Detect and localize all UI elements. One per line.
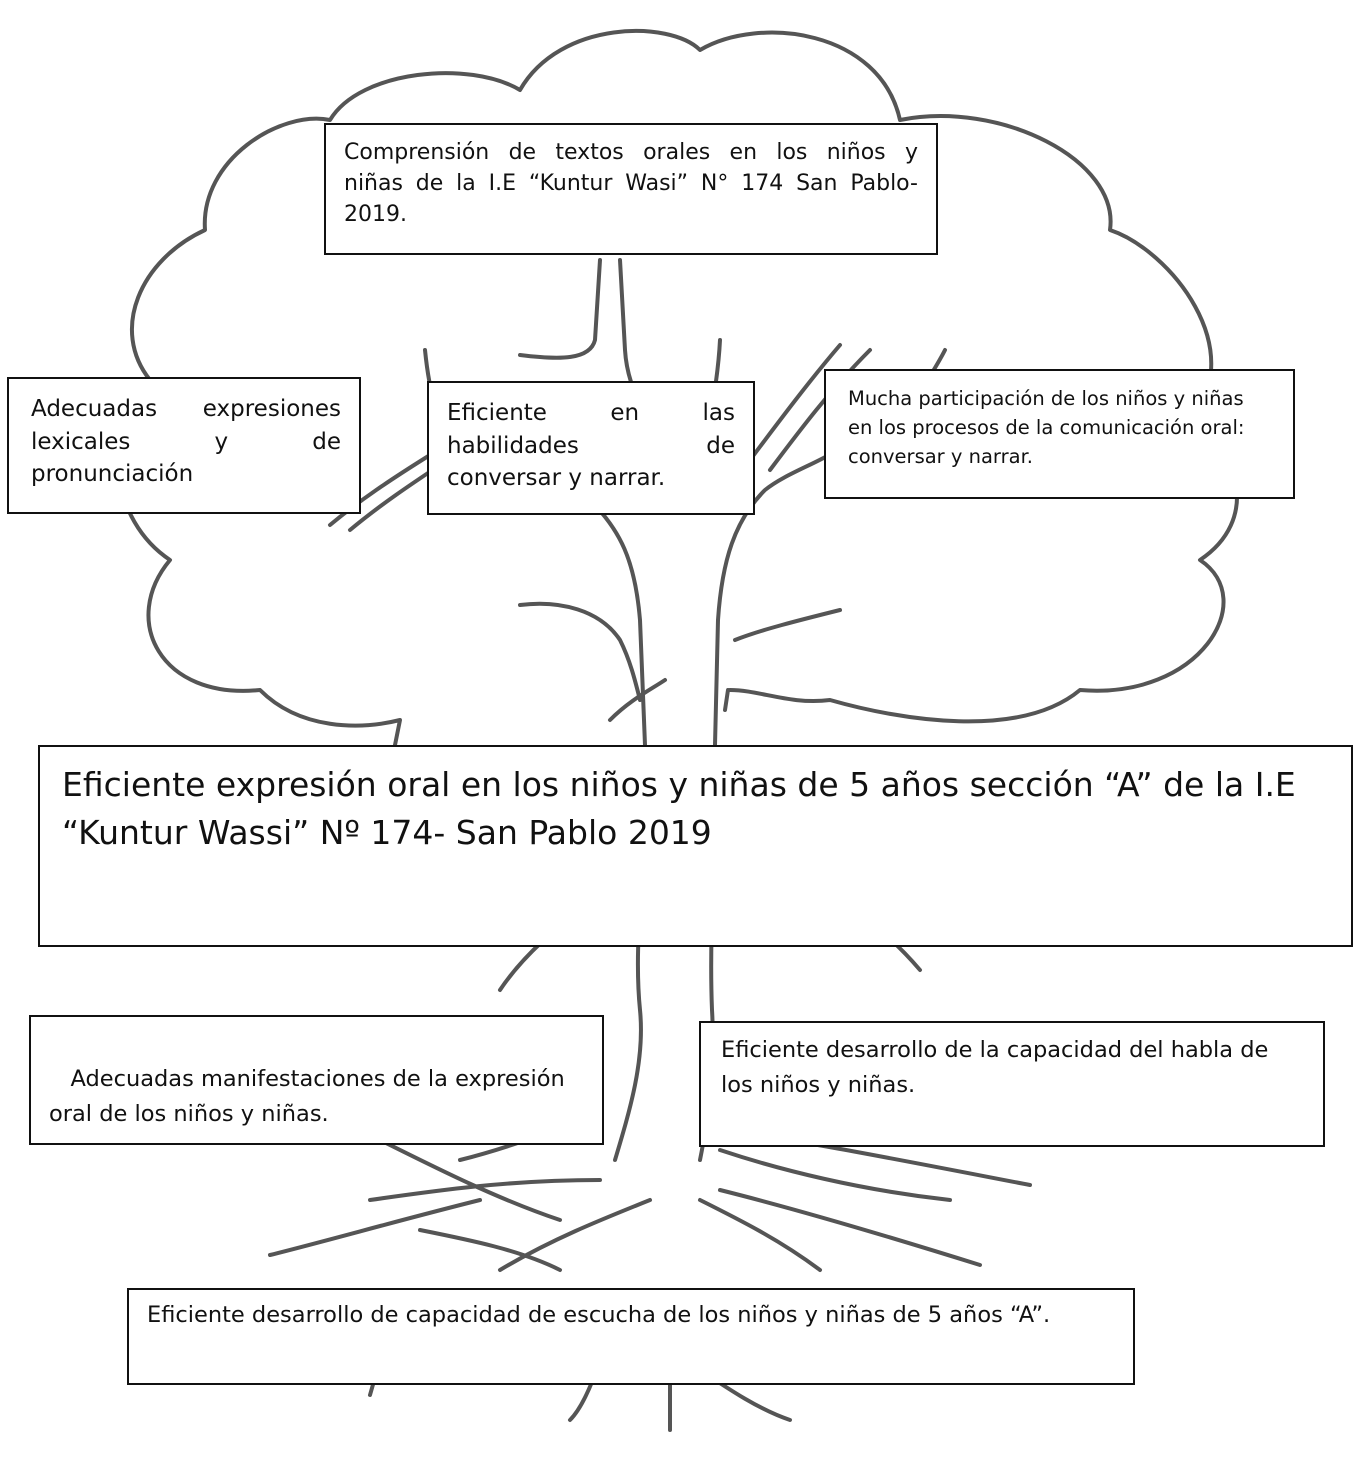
root-right-box: Eficiente desarrollo de la capacidad del… bbox=[699, 1021, 1325, 1147]
left-box-line-3: pronunciación bbox=[31, 461, 194, 488]
root-14 bbox=[498, 1198, 652, 1272]
top-box-line-3: 2019. bbox=[344, 202, 407, 228]
branch-center-1 bbox=[518, 258, 602, 360]
trunk-right-line bbox=[713, 438, 852, 747]
left-box-line-2: lexicales y de bbox=[31, 428, 341, 455]
root-left-box: Adecuadas manifestaciones de la expresió… bbox=[29, 1015, 604, 1145]
branch-right-2 bbox=[768, 348, 872, 472]
root-15 bbox=[698, 1198, 822, 1272]
middle-branch-box: Eficiente en las habilidades de conversa… bbox=[427, 381, 755, 515]
branch-lower-right-2 bbox=[723, 688, 730, 712]
middle-box-line-1: Eficiente en las bbox=[447, 400, 735, 426]
middle-box-line-3: conversar y narrar. bbox=[447, 465, 666, 492]
middle-box-line-2: habilidades de bbox=[447, 432, 735, 459]
branch-right-1 bbox=[748, 343, 842, 462]
top-box-line-2: niñas de la I.E “Kuntur Wasi” N° 174 San… bbox=[344, 171, 918, 197]
branch-lower-left bbox=[518, 601, 642, 702]
root-bottom-text: Eficiente desarrollo de capacidad de esc… bbox=[147, 1302, 1051, 1328]
root-16 bbox=[718, 1188, 982, 1267]
root-right-text: Eficiente desarrollo de la capacidad del… bbox=[721, 1037, 1269, 1098]
root-13 bbox=[418, 1228, 562, 1272]
branch-lower-left-2 bbox=[608, 678, 667, 722]
root-10 bbox=[718, 1148, 952, 1202]
trunk-main-text: Eficiente expresión oral en los niños y … bbox=[62, 765, 1296, 852]
root-9 bbox=[368, 1178, 602, 1202]
left-branch-box: Adecuadas expresiones lexicales y de pro… bbox=[7, 377, 361, 514]
branch-left-1 bbox=[328, 453, 432, 527]
top-problem-box: Comprensión de textos orales en los niño… bbox=[324, 123, 938, 255]
root-left-text: Adecuadas manifestaciones de la expresió… bbox=[49, 1065, 572, 1127]
right-branch-box: Mucha participación de los niños y niñas… bbox=[824, 369, 1295, 499]
left-box-line-1: Adecuadas expresiones bbox=[31, 396, 341, 422]
root-8 bbox=[378, 1138, 562, 1222]
root-bottom-box: Eficiente desarrollo de capacidad de esc… bbox=[127, 1288, 1135, 1385]
branch-lower-right bbox=[733, 608, 842, 642]
root-12 bbox=[268, 1198, 482, 1257]
trunk-main-box: Eficiente expresión oral en los niños y … bbox=[38, 745, 1353, 947]
right-box-text: Mucha participación de los niños y niñas… bbox=[848, 387, 1245, 468]
top-box-line-1: Comprensión de textos orales en los niño… bbox=[344, 140, 918, 165]
